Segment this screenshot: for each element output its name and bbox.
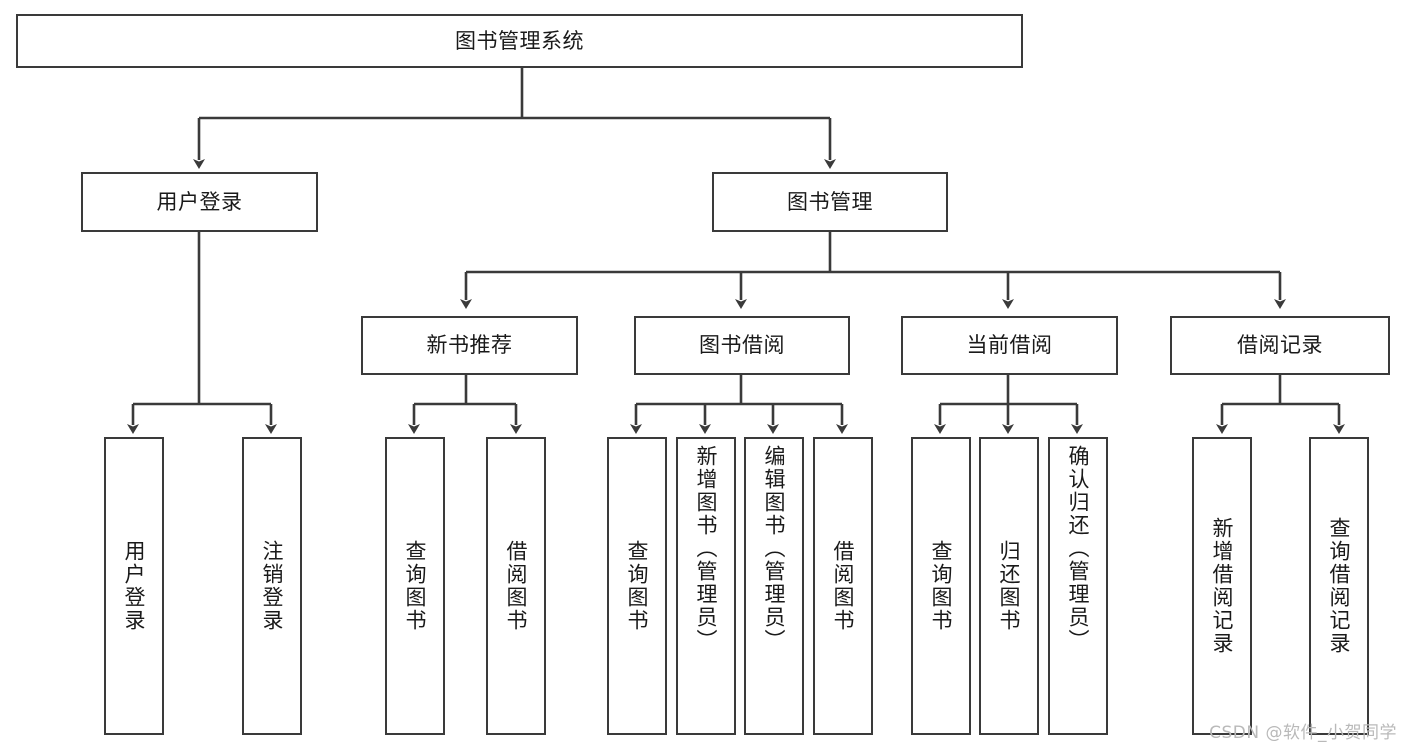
node-leaf-add-book-label: 新增图书（管理员）: [694, 445, 719, 652]
node-leaf-query-book-2-label: 查询图书: [625, 540, 650, 632]
node-leaf-edit-book[interactable]: 编辑图书（管理员）: [744, 437, 804, 735]
node-leaf-query-book-1-label: 查询图书: [403, 540, 428, 632]
node-leaf-user-login-label: 用户登录: [122, 540, 147, 632]
node-leaf-logout-login-label: 注销登录: [260, 540, 285, 632]
node-leaf-confirm-return-label: 确认归还（管理员）: [1066, 445, 1091, 652]
node-leaf-user-login[interactable]: 用户登录: [104, 437, 164, 735]
node-current-borrow-label: 当前借阅: [966, 333, 1053, 358]
node-leaf-borrow-book-1[interactable]: 借阅图书: [486, 437, 546, 735]
node-leaf-borrow-book-2[interactable]: 借阅图书: [813, 437, 873, 735]
node-leaf-query-book-3[interactable]: 查询图书: [911, 437, 971, 735]
node-leaf-confirm-return[interactable]: 确认归还（管理员）: [1048, 437, 1108, 735]
node-leaf-query-book-1[interactable]: 查询图书: [385, 437, 445, 735]
node-book-manage[interactable]: 图书管理: [712, 172, 948, 232]
node-leaf-query-record-label: 查询借阅记录: [1327, 517, 1352, 655]
node-user-login-label: 用户登录: [156, 189, 243, 214]
node-book-manage-label: 图书管理: [787, 189, 873, 214]
node-leaf-borrow-book-2-label: 借阅图书: [831, 540, 856, 632]
node-leaf-edit-book-label: 编辑图书（管理员）: [762, 445, 787, 652]
node-book-borrow-label: 图书借阅: [699, 333, 785, 358]
node-new-book-recommend[interactable]: 新书推荐: [361, 316, 578, 375]
node-borrow-record-label: 借阅记录: [1237, 333, 1323, 358]
node-book-borrow[interactable]: 图书借阅: [634, 316, 850, 375]
node-leaf-borrow-book-1-label: 借阅图书: [504, 540, 529, 632]
node-root[interactable]: 图书管理系统: [16, 14, 1023, 68]
node-root-label: 图书管理系统: [455, 28, 584, 53]
node-leaf-query-record[interactable]: 查询借阅记录: [1309, 437, 1369, 735]
node-new-book-recommend-label: 新书推荐: [426, 333, 513, 358]
node-leaf-query-book-3-label: 查询图书: [929, 540, 954, 632]
node-leaf-return-book[interactable]: 归还图书: [979, 437, 1039, 735]
node-leaf-add-record[interactable]: 新增借阅记录: [1192, 437, 1252, 735]
node-leaf-query-book-2[interactable]: 查询图书: [607, 437, 667, 735]
node-current-borrow[interactable]: 当前借阅: [901, 316, 1118, 375]
node-leaf-logout-login[interactable]: 注销登录: [242, 437, 302, 735]
node-leaf-return-book-label: 归还图书: [997, 540, 1022, 632]
node-user-login[interactable]: 用户登录: [81, 172, 318, 232]
node-leaf-add-record-label: 新增借阅记录: [1210, 517, 1235, 655]
node-borrow-record[interactable]: 借阅记录: [1170, 316, 1390, 375]
node-leaf-add-book[interactable]: 新增图书（管理员）: [676, 437, 736, 735]
